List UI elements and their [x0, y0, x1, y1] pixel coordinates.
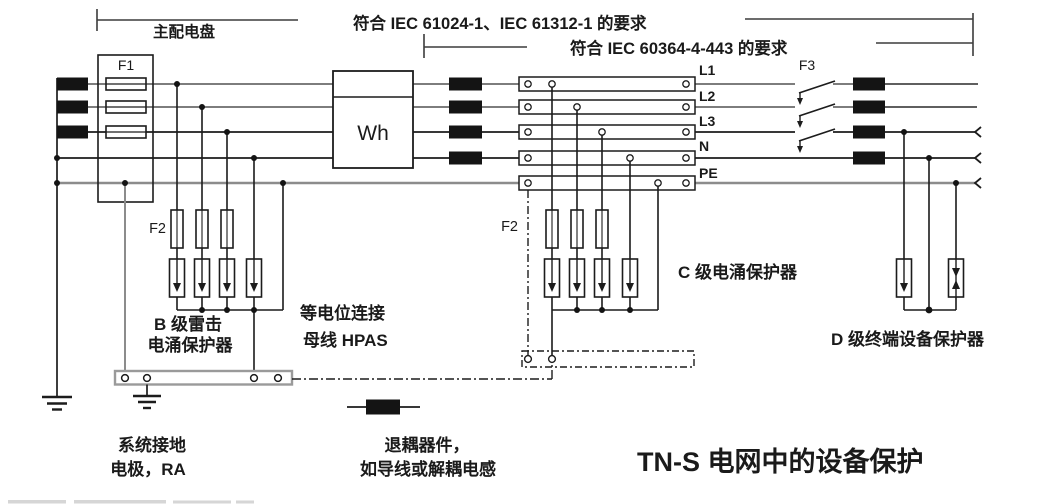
class-b-arresters [168, 258, 263, 298]
requirement2-label: 符合 IEC 60364-4-443 的要求 [570, 38, 788, 58]
bracket-req2 [423, 13, 974, 58]
decoupling-label-1: 退耦器件， [385, 435, 470, 455]
bonding-bar-outline [521, 350, 695, 368]
f1-label: F1 [118, 57, 135, 73]
switch-l3 [797, 128, 836, 153]
inductor-l2 [449, 100, 482, 114]
label-l2: L2 [699, 88, 716, 104]
bracket-main-panel [96, 9, 298, 31]
class-b-label-1: B 级雷击 [154, 314, 222, 334]
junction-dots [54, 81, 959, 314]
energy-meter: Wh [332, 70, 414, 169]
cable-block-l1 [57, 77, 88, 91]
main-panel-label: 主配电盘 [153, 22, 216, 41]
class-d-arrester-left [895, 258, 913, 298]
cable-block-l3 [57, 125, 88, 139]
inductor-n [449, 151, 482, 165]
cropped-text-artifact [8, 500, 254, 504]
strip-bodies [518, 76, 696, 191]
inductor-l1 [449, 77, 482, 91]
class-c-tap-lines [551, 84, 659, 310]
busbar-dashdot-link [292, 363, 553, 380]
switch-l2 [797, 103, 836, 128]
f2-class-b-label: F2 [149, 221, 166, 237]
busbar-body [113, 369, 294, 386]
f3-label: F3 [799, 57, 816, 73]
connector-chevron-l3 [973, 126, 982, 138]
connector-chevron-pe [973, 177, 982, 189]
bonding-label-1: 等电位连接 [300, 303, 385, 323]
inductor-r-l1 [853, 77, 885, 91]
class-c-spd [543, 84, 659, 355]
hpas-busbar [113, 183, 294, 410]
terminal-strips [518, 76, 696, 191]
top-annotations: 主配电盘 符合 IEC 61024-1、IEC 61312-1 的要求 符合 I… [96, 9, 974, 58]
class-b-tap-lines [176, 84, 284, 310]
conductor-lines [57, 83, 982, 189]
cable-block-l2 [57, 100, 88, 114]
decoupling-body [366, 399, 400, 415]
f1-fuses [105, 77, 147, 139]
inductor-r-l3 [853, 125, 885, 139]
system-earth-label-1: 系统接地 [118, 435, 186, 455]
f3-switches [797, 80, 836, 153]
class-c-arresters [543, 258, 639, 298]
strip-terminal-circles [524, 80, 690, 187]
inductor-r-n [853, 151, 885, 165]
class-c-bottom-bus [551, 297, 658, 355]
class-d-tap-lines [903, 132, 957, 310]
inductor-r-l2 [853, 100, 885, 114]
class-d-arrester-right [947, 258, 965, 298]
busbar-terminals [120, 373, 283, 383]
decoupling-label-2: 如导线或解耦电感 [360, 459, 496, 479]
f2-class-c-label: F2 [501, 219, 518, 235]
labels: F2 F2 F3 L1 L2 L3 N PE B 级雷击 电涌保护器 等电位连接… [110, 57, 985, 479]
label-l1: L1 [699, 62, 716, 78]
class-d-spd [895, 132, 965, 311]
earth-symbol-busbar [133, 394, 161, 410]
meter-label: Wh [357, 122, 389, 145]
diagram-title: TN-S 电网中的设备保护 [637, 446, 924, 477]
local-bonding-bar [292, 190, 695, 380]
requirement1-label: 符合 IEC 61024-1、IEC 61312-1 的要求 [353, 13, 647, 33]
class-d-label: D 级终端设备保护器 [831, 329, 985, 349]
meter-box [332, 70, 414, 169]
class-b-label-2: 电涌保护器 [148, 335, 234, 355]
supply-entry [42, 77, 88, 411]
decoupling-inductors-right [853, 77, 885, 165]
switch-l1 [797, 80, 836, 105]
decoupling-symbol [347, 399, 420, 415]
class-b-spd [168, 84, 284, 375]
inductor-l3 [449, 125, 482, 139]
class-c-fuses [545, 209, 609, 249]
annotation-brackets [96, 9, 974, 58]
label-n: N [699, 138, 709, 154]
system-earth-label-2: 电极，RA [110, 459, 186, 479]
class-c-label: C 级电涌保护器 [678, 262, 798, 282]
class-b-fuses [170, 209, 234, 249]
earth-symbol-left [42, 395, 72, 411]
bonding-label-2: 母线 HPAS [303, 330, 388, 350]
label-pe: PE [699, 165, 718, 181]
connector-chevron-n [973, 152, 982, 164]
f1-fuse-box: F1 [97, 54, 154, 203]
class-b-bottom-bus [176, 297, 283, 375]
label-l3: L3 [699, 113, 716, 129]
decoupling-inductors-mid [449, 77, 482, 165]
